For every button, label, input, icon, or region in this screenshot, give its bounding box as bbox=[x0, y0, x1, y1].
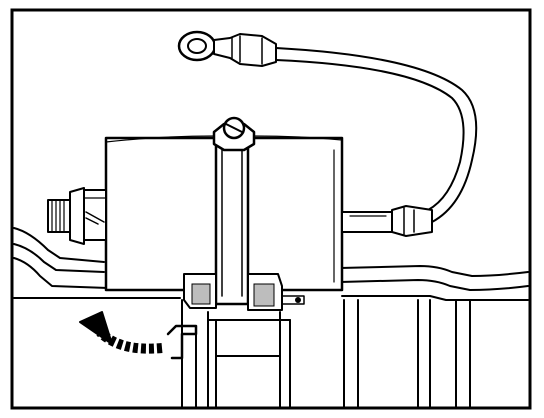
clamp-bolt bbox=[222, 116, 246, 140]
wire-connector bbox=[341, 205, 433, 237]
figure-frame bbox=[10, 8, 532, 410]
inlet-threaded-fitting bbox=[47, 187, 107, 245]
removal-direction-arrow bbox=[79, 311, 163, 354]
ring-terminal bbox=[177, 30, 277, 67]
mounting-bracket bbox=[13, 227, 529, 409]
ground-wire-lead bbox=[275, 47, 478, 223]
